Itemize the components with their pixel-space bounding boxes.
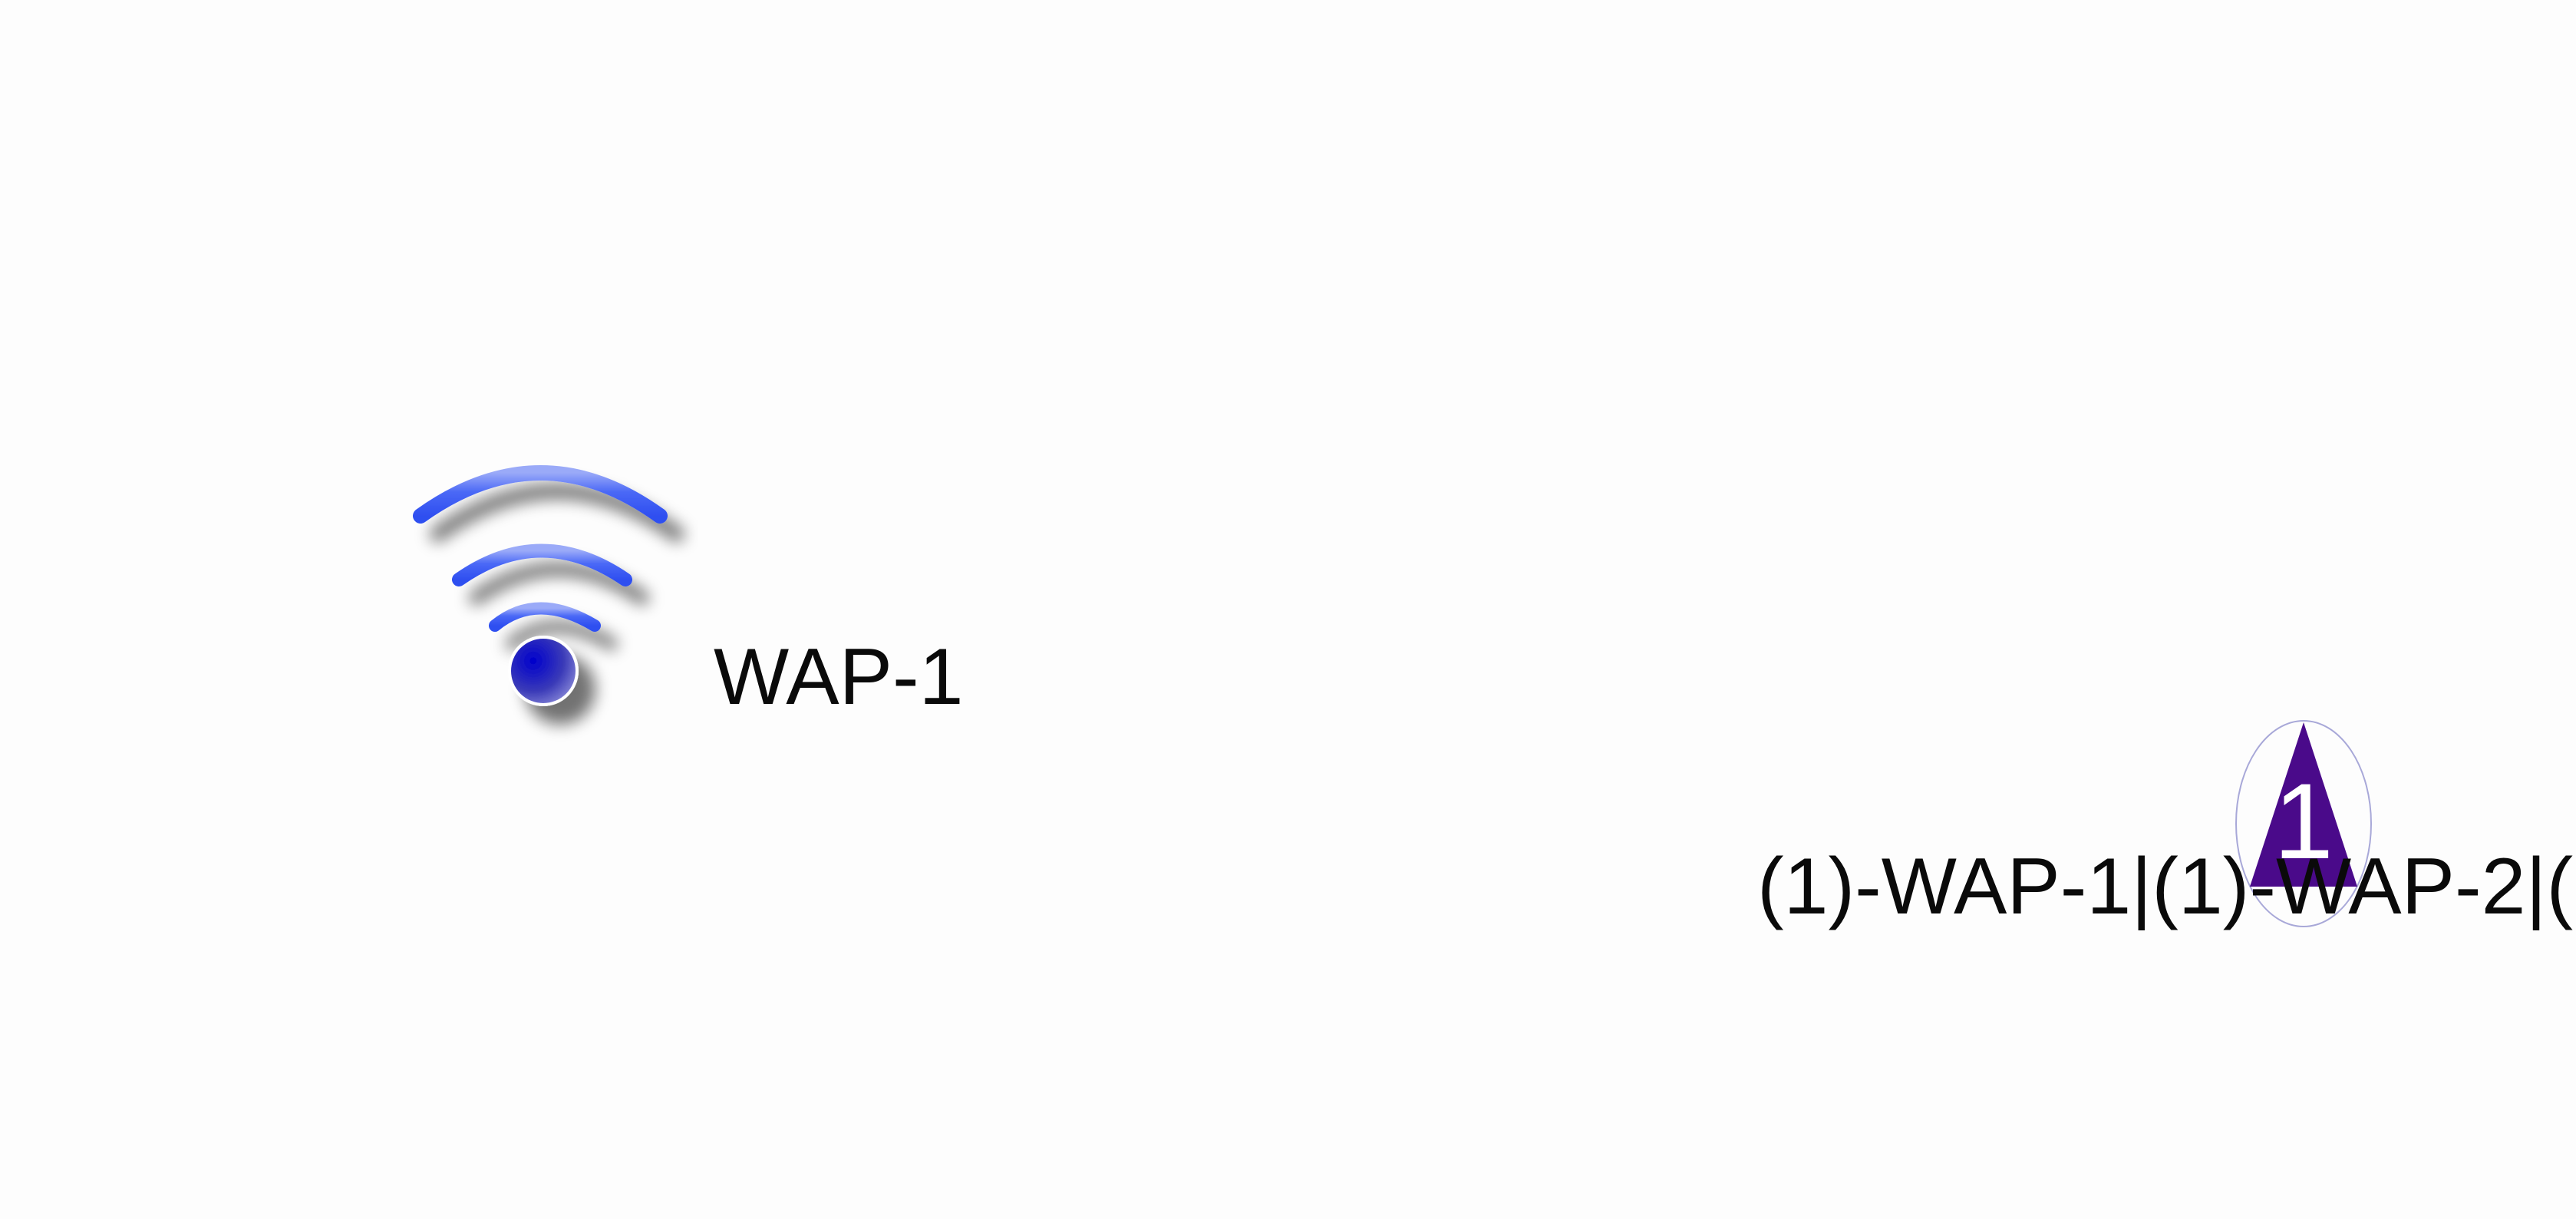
path-label: (1)-WAP-1|(1)-WAP-2|( [1757, 842, 2574, 931]
wifi-arc-inner [489, 602, 601, 632]
wifi-dot [508, 636, 579, 706]
path-marker[interactable] [2233, 718, 2374, 930]
wifi-access-point-icon [413, 465, 668, 706]
triangle-marker-icon [2235, 720, 2372, 927]
wifi-arc-outer [413, 465, 668, 524]
wifi-arc-middle [452, 543, 632, 586]
wap-1-label: WAP-1 [714, 633, 964, 722]
wap-1-node[interactable] [399, 453, 698, 760]
marker-number: 1 [2274, 761, 2334, 881]
